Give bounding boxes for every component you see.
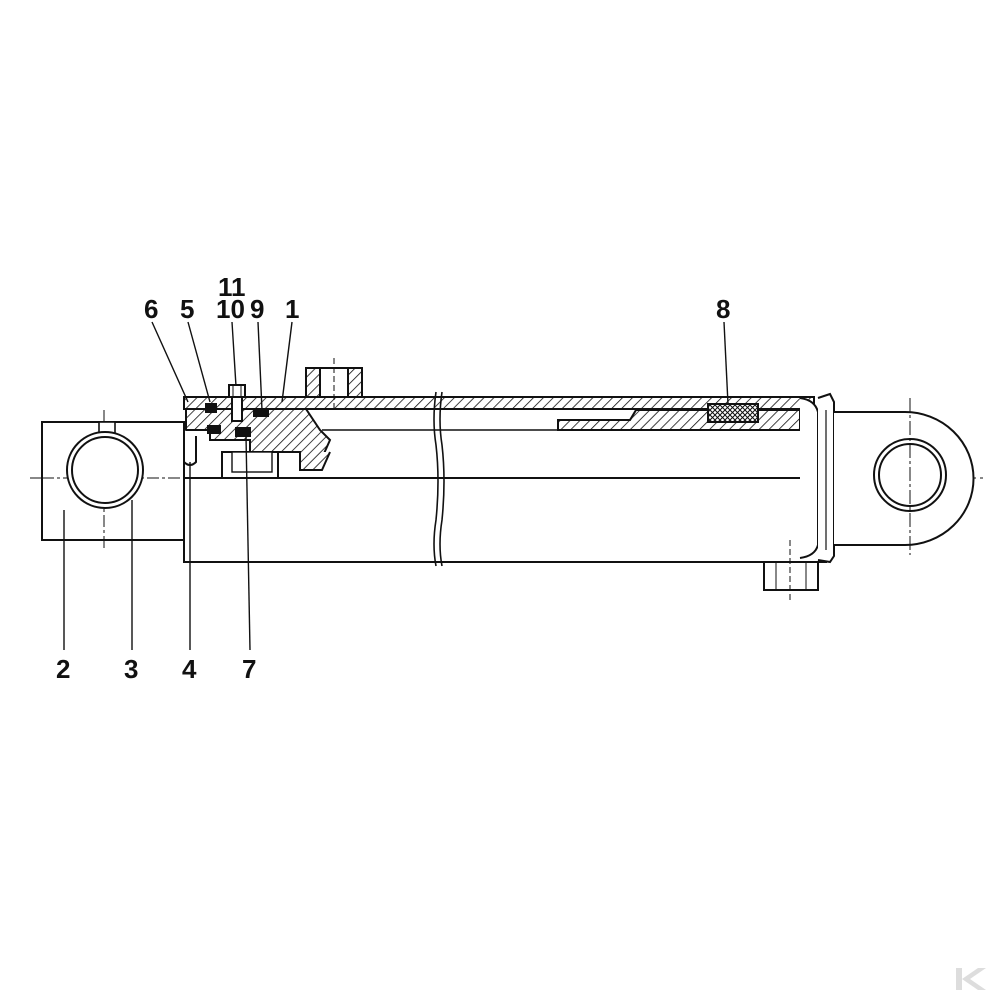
- callout-5: 5: [180, 294, 194, 324]
- rear-mounting-eye: [834, 398, 975, 555]
- callout-4: 4: [182, 654, 197, 684]
- break-line: [433, 391, 439, 567]
- piston-section: [557, 409, 801, 431]
- end-cap: [799, 397, 819, 559]
- callout-1: 1: [285, 294, 299, 324]
- leader-9: [257, 321, 263, 411]
- leader-1: [281, 321, 293, 403]
- lower-port-fitting: [763, 540, 819, 600]
- callout-8: 8: [716, 294, 730, 324]
- leader-8: [723, 321, 729, 405]
- seal-7: [235, 427, 251, 437]
- leader-10: [231, 321, 237, 387]
- callout-3: 3: [124, 654, 138, 684]
- leader-6: [151, 321, 189, 403]
- upper-port-fitting: [305, 358, 363, 410]
- callout-11: 11: [218, 272, 246, 302]
- rod-clevis: [41, 410, 185, 550]
- cylinder-body-lower: [183, 477, 827, 563]
- callout-7: 7: [242, 654, 256, 684]
- piston-seal: [707, 403, 759, 423]
- seal-wiper: [205, 403, 217, 413]
- callout-9: 9: [250, 294, 264, 324]
- callout-10: 10: [216, 294, 245, 324]
- callout-2: 2: [56, 654, 70, 684]
- leader-7: [245, 435, 251, 651]
- seal-6: [207, 425, 221, 434]
- leader-5: [187, 321, 211, 403]
- retaining-ring: [183, 430, 197, 466]
- rod-eye-bushing: [66, 431, 144, 509]
- corner-watermark-icon: [956, 968, 986, 990]
- seal-oring-9: [253, 408, 269, 417]
- bleed-screw: [228, 384, 246, 422]
- callout-6: 6: [144, 294, 158, 324]
